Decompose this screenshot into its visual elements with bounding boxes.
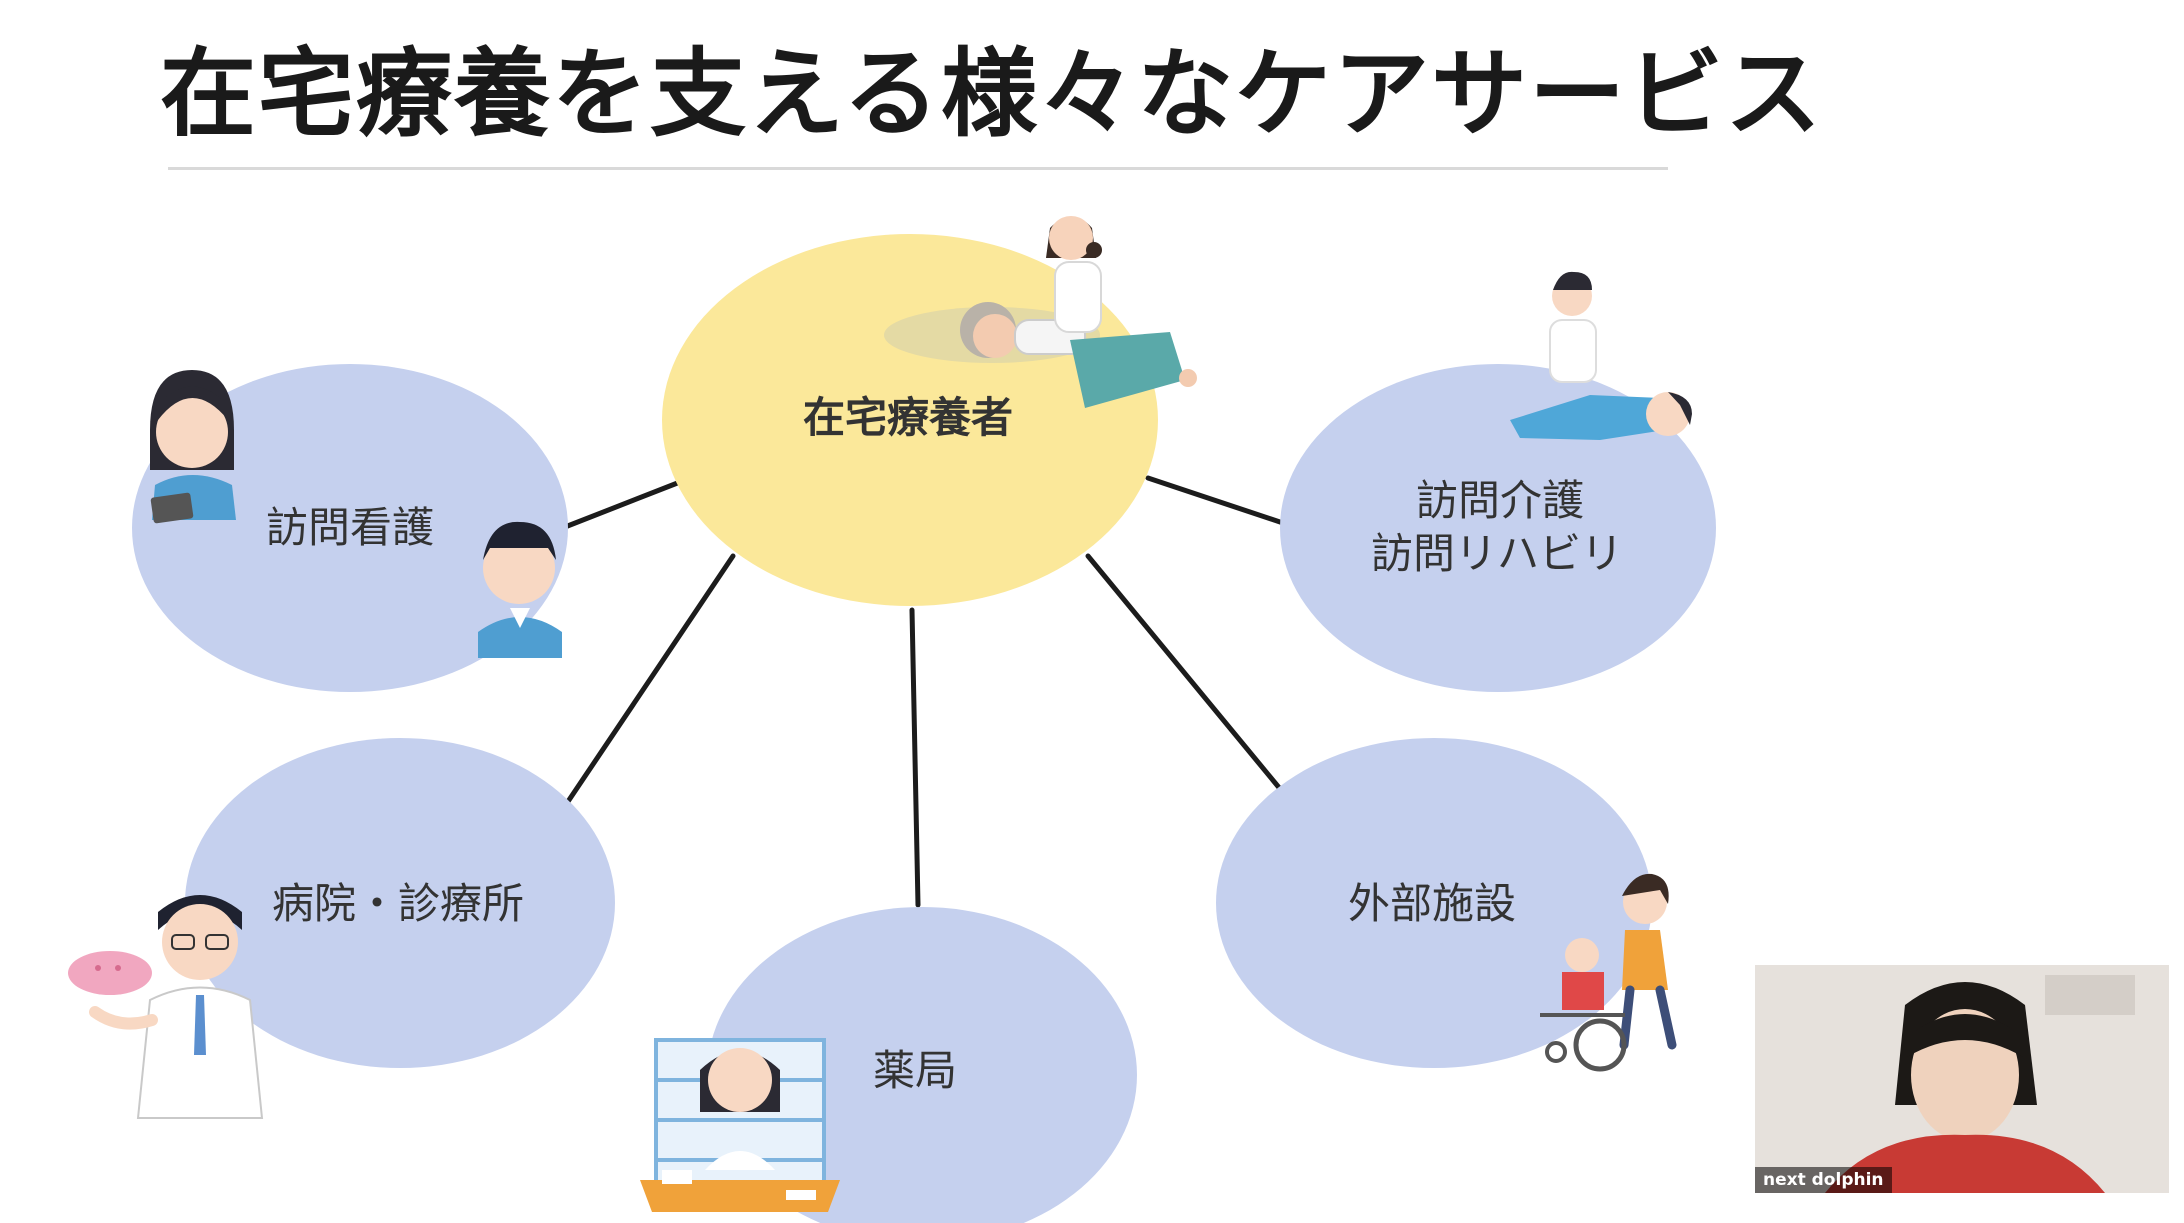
connector-external-facility [1085,553,1284,793]
webcam-person-silhouette [1755,965,2169,1193]
node-external-facility-bubble [1216,738,1652,1068]
node-hospital-clinic-label: 病院・診療所 [272,879,524,928]
illustration-male-nurse [478,521,562,658]
node-hospital-clinic-bubble [185,738,615,1068]
illustration-nurse-woman [150,370,236,524]
webcam-participant-name: next dolphin [1755,1167,1892,1193]
node-visiting-nursing-bubble [132,364,568,692]
title-divider [168,167,1668,170]
connector-lines [562,475,1286,908]
node-visiting-care-rehab-bubble [1280,364,1716,692]
node-pharmacy-label: 薬局 [873,1046,957,1095]
illustration-home-care-patient [884,216,1197,408]
node-visiting-care-rehab-label-line1: 訪問介護 [1416,476,1584,525]
illustration-doctor [68,895,264,1119]
center-label: 在宅療養者 [803,393,1013,442]
connector-hospital-clinic [564,553,736,806]
connector-pharmacy [909,607,921,908]
node-visiting-care-rehab-label-line2: 訪問リハビリ [1371,529,1623,578]
illustration-wheelchair-care [1540,873,1677,1072]
connector-visiting-care-rehab [1145,475,1286,526]
slide-title: 在宅療養を支える様々なケアサービス [160,38,1824,150]
connector-visiting-nursing [562,479,683,530]
webcam-thumbnail[interactable]: next dolphin [1755,965,2169,1193]
illustration-pharmacist [640,1038,840,1212]
node-external-facility-label: 外部施設 [1348,879,1516,928]
illustration-rehab-therapy [1510,271,1692,440]
node-visiting-nursing-label: 訪問看護 [266,503,434,552]
